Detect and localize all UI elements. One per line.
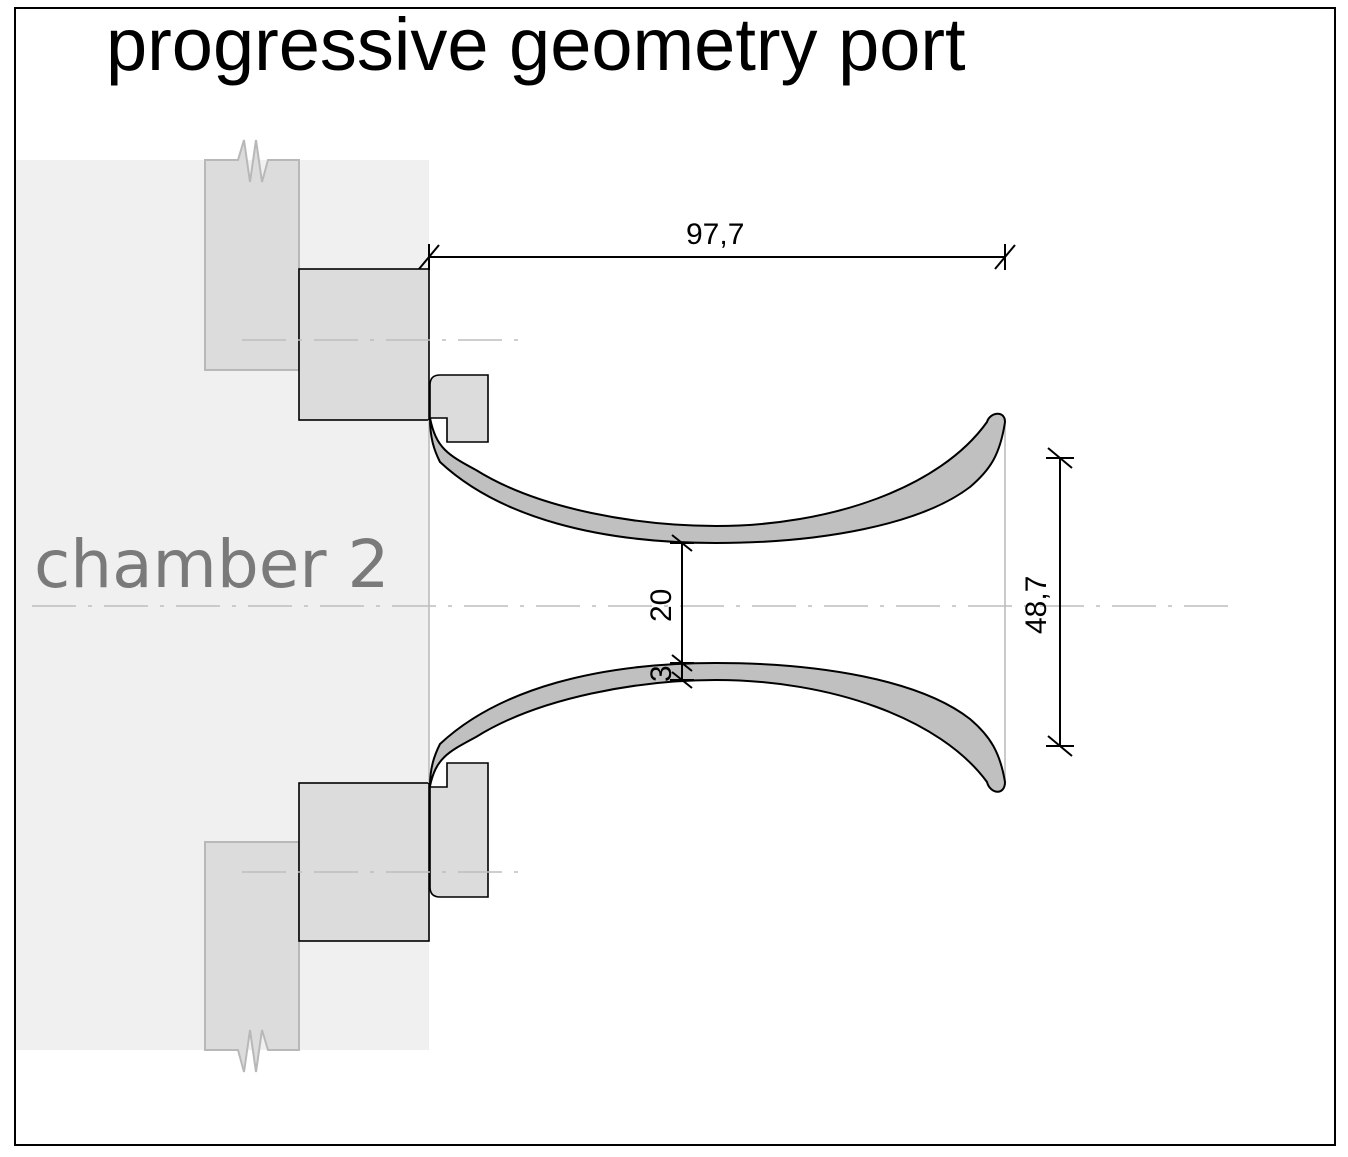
- length-dimension-label: 97,7: [686, 218, 744, 251]
- wall-thickness-dimension-label: 3: [645, 665, 678, 682]
- flange-block-top: [298, 268, 430, 421]
- drawing-title: progressive geometry port: [106, 3, 966, 86]
- retainer-clip-bottom: [429, 762, 489, 898]
- port-flare-upper: [429, 412, 1006, 544]
- port-flare-lower: [429, 662, 1006, 793]
- baffle-wall-top: [204, 139, 300, 371]
- throat-gap-dimension-label: 20: [645, 589, 678, 622]
- retainer-clip-top: [429, 374, 489, 443]
- chamber-label: chamber 2: [34, 526, 389, 603]
- throat-gap-dimension: 20: [645, 534, 694, 680]
- mouth-opening-dimension: 48,7: [1020, 447, 1074, 757]
- flange-block-bottom: [298, 782, 430, 942]
- mouth-opening-dimension-label: 48,7: [1020, 576, 1053, 634]
- baffle-wall-bottom: [204, 841, 300, 1073]
- wall-thickness-dimension: 3: [645, 665, 694, 689]
- length-dimension: 97,7: [418, 218, 1016, 270]
